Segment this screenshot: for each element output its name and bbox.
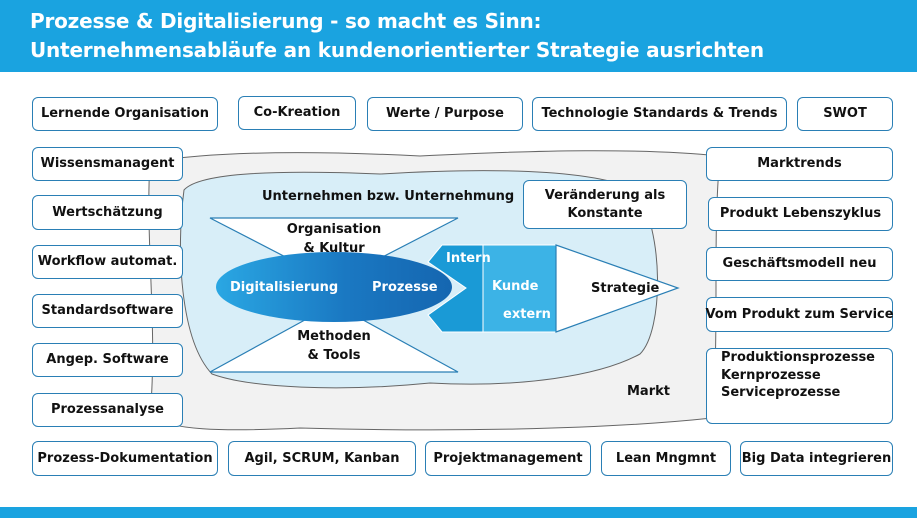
box-lernende-organisation: Lernende Organisation	[32, 97, 218, 131]
digitalisierung-label: Digitalisierung	[230, 280, 339, 295]
box-agil: Agil, SCRUM, Kanban	[228, 441, 416, 476]
header-banner	[0, 0, 917, 72]
box-prozessarten: Produktionsprozesse Kernprozesse Service…	[706, 348, 893, 424]
organisation-triangle	[209, 217, 459, 283]
list-item-serviceprozesse: Serviceprozesse	[721, 385, 841, 401]
markt-label: Markt	[627, 384, 670, 399]
digitalisierung-ellipse	[216, 252, 452, 322]
box-wissensmanagent: Wissensmanagent	[32, 147, 183, 181]
veraenderung-line2: Konstante	[567, 205, 643, 221]
box-produkt-lebenszyklus: Produkt Lebenszyklus	[708, 197, 893, 231]
extern-label: extern	[503, 307, 551, 322]
footer-bar	[0, 507, 917, 518]
box-werte-purpose: Werte / Purpose	[367, 97, 523, 131]
box-angep-software: Angep. Software	[32, 343, 183, 377]
list-item-produktionsprozesse: Produktionsprozesse	[721, 350, 875, 365]
unternehmen-label: Unternehmen bzw. Unternehmung	[262, 189, 515, 204]
box-co-kreation: Co-Kreation	[238, 96, 356, 130]
kunde-block	[482, 244, 557, 333]
box-technologie: Technologie Standards & Trends	[532, 97, 787, 131]
methoden-triangle	[209, 303, 459, 373]
box-veraenderung: Veränderung als Konstante	[523, 180, 687, 229]
page-subtitle: Unternehmensabläufe an kundenorientierte…	[30, 38, 764, 62]
box-standardsoftware: Standardsoftware	[32, 294, 183, 328]
kunde-label: Kunde	[492, 279, 539, 294]
veraenderung-line1: Veränderung als	[544, 187, 666, 203]
box-geschaeftsmodell: Geschäftsmodell neu	[706, 247, 893, 281]
prozesse-label: Prozesse	[372, 280, 438, 295]
methoden-label: Methoden & Tools	[280, 328, 388, 366]
strategie-triangle	[555, 244, 680, 333]
organisation-line2: & Kultur	[303, 240, 365, 256]
box-produkt-service: Vom Produkt zum Service	[705, 297, 894, 332]
box-prozessanalyse: Prozessanalyse	[32, 393, 183, 427]
strategie-label: Strategie	[591, 281, 660, 296]
list-item-kernprozesse: Kernprozesse	[721, 367, 821, 383]
box-wertschaetzung: Wertschätzung	[32, 195, 183, 230]
box-workflow: Workflow automat.	[32, 245, 183, 279]
box-projektmanagement: Projektmanagement	[425, 441, 591, 476]
box-prozess-dokumentation: Prozess-Dokumentation	[32, 441, 218, 476]
methoden-line1: Methoden	[297, 329, 371, 344]
organisation-line1: Organisation	[286, 222, 382, 237]
box-lean: Lean Mngmnt	[601, 441, 731, 476]
methoden-line2: & Tools	[307, 347, 361, 363]
box-big-data: Big Data integrieren	[740, 441, 893, 476]
box-swot: SWOT	[797, 97, 893, 131]
intern-label: Intern	[446, 251, 491, 266]
page-title: Prozesse & Digitalisierung - so macht es…	[30, 9, 542, 33]
box-marktrends: Marktrends	[706, 147, 893, 181]
organisation-label: Organisation & Kultur	[280, 221, 388, 259]
